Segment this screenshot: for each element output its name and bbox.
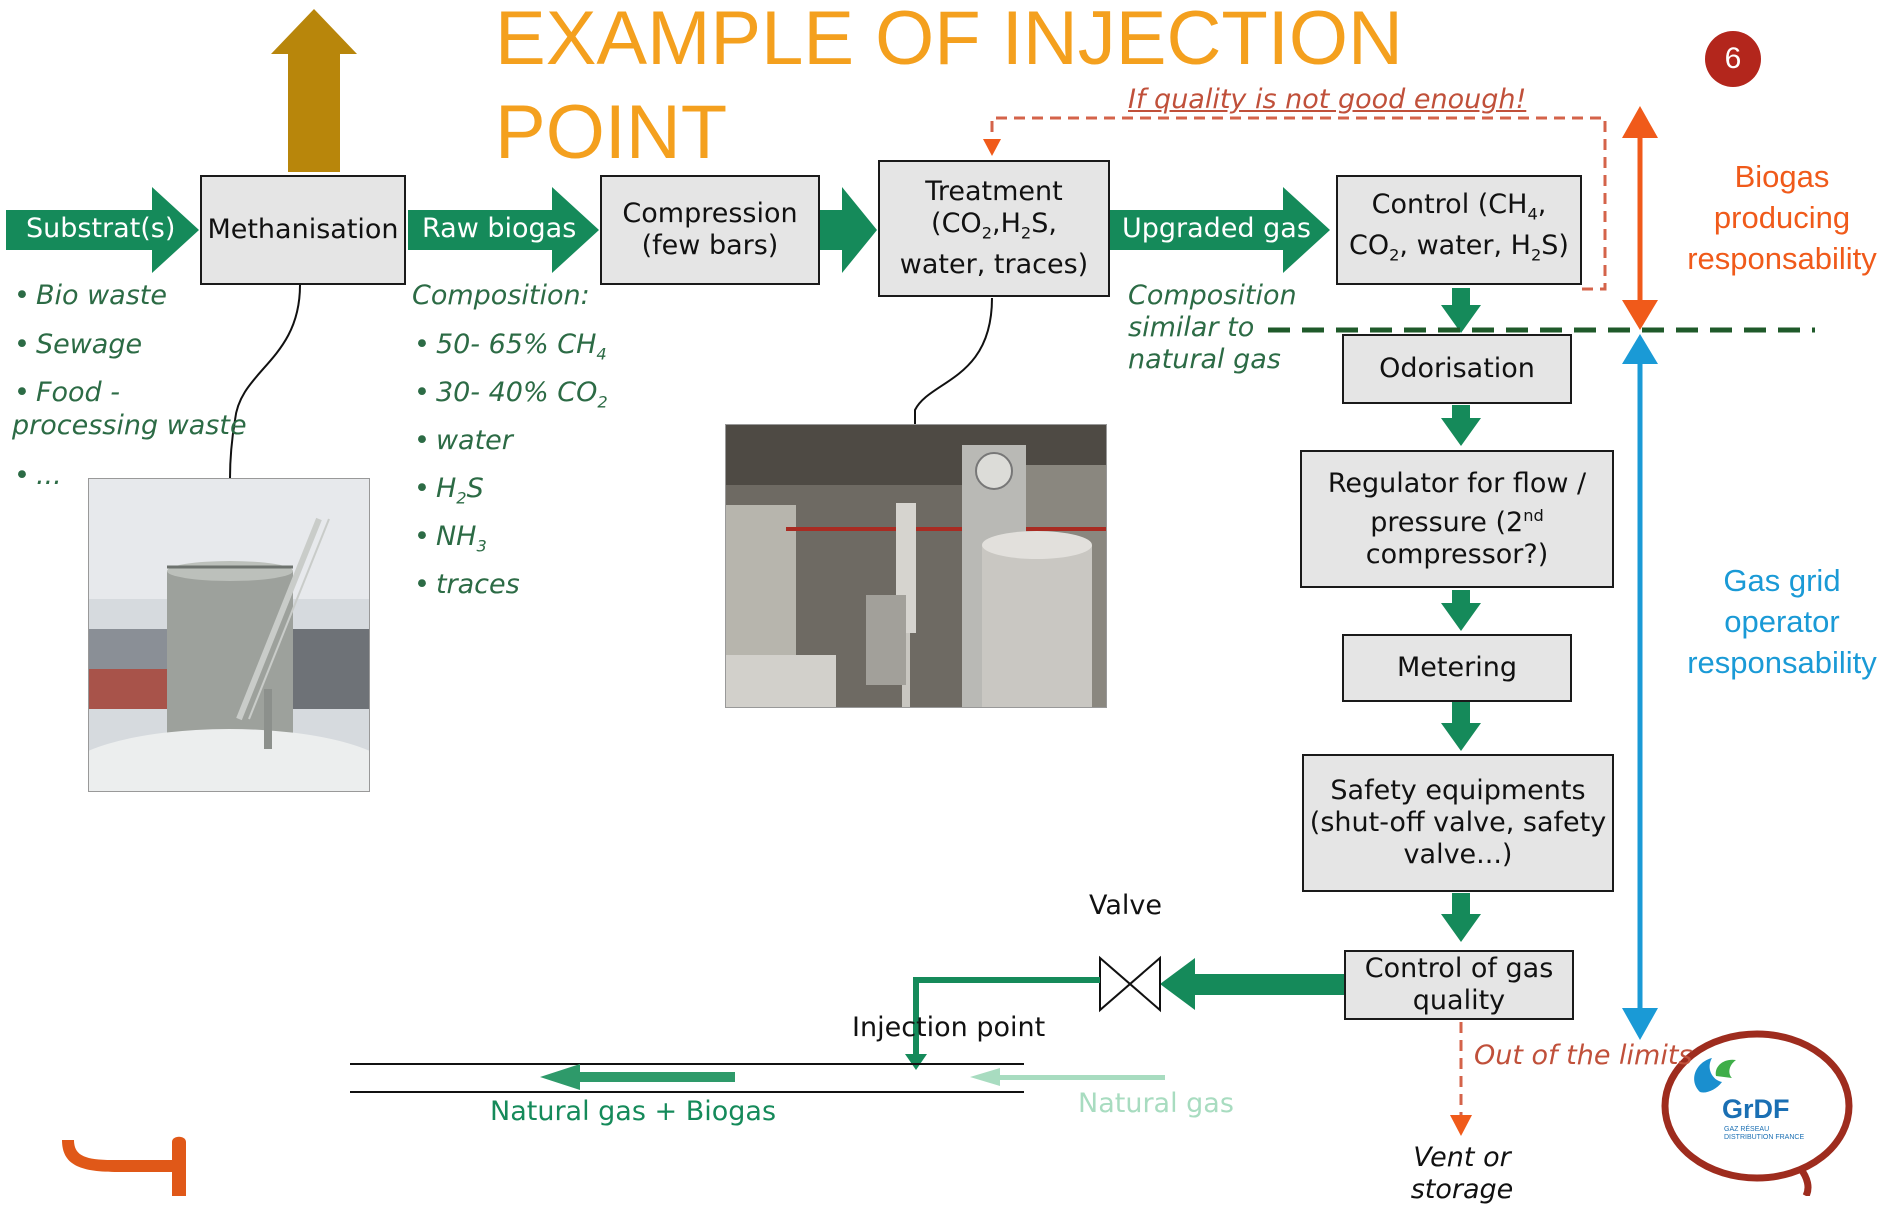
arrow-substrates — [6, 187, 199, 273]
arrow-label-substrates: Substrat(s) — [26, 213, 176, 244]
control-line-1: Control (CH4, — [1371, 188, 1547, 223]
arrow-down-1 — [1441, 288, 1481, 333]
mixed-gas-arrow — [540, 1064, 735, 1090]
arrow-down-5 — [1441, 893, 1481, 942]
slide-title: EXAMPLE OF INJECTION POINT — [495, 0, 1403, 175]
treatment-unit-photo — [725, 424, 1107, 708]
box-methanisation: Methanisation — [200, 175, 406, 285]
grdf-logo-tagline-2: DISTRIBUTION FRANCE — [1724, 1134, 1805, 1141]
box-control: Control (CH4, CO2, water, H2S) — [1336, 175, 1582, 285]
substrate-item: Food - — [14, 377, 120, 408]
grid-responsibility-label: Gas grid operator responsability — [1687, 563, 1877, 680]
safety-line-1: Safety equipments — [1330, 775, 1586, 806]
treatment-line-1: Treatment — [925, 175, 1063, 207]
valve-label: Valve — [1089, 890, 1163, 921]
substrate-item: Bio waste — [14, 280, 167, 311]
grdf-logo-tail — [1797, 1165, 1812, 1196]
compression-line-2: (few bars) — [641, 230, 779, 261]
quality-not-good-label: If quality is not good enough! — [1128, 84, 1527, 115]
grdf-logo-mark-2 — [1715, 1059, 1736, 1078]
substrate-item: Sewage — [14, 329, 142, 360]
composition-heading: Composition: — [412, 280, 590, 311]
box-control-quality: Control of gas quality — [1344, 950, 1574, 1020]
grid-arrow-bottom — [1622, 1008, 1658, 1040]
injection-line — [913, 977, 1100, 1058]
quality-feedback-arrowhead — [983, 139, 1001, 156]
safety-line-3: valve...) — [1403, 839, 1513, 870]
regulator-line-2: pressure (2nd — [1370, 505, 1544, 538]
vent-storage-label: Vent or storage — [1410, 1142, 1514, 1205]
biogas-arrow-top — [1622, 106, 1658, 138]
biogas-arrow-bottom — [1622, 300, 1658, 330]
box-safety: Safety equipments (shut-off valve, safet… — [1302, 754, 1614, 892]
substrate-item: ... — [14, 460, 62, 491]
out-of-limits-label: Out of the limits — [1474, 1040, 1693, 1071]
arrow-to-valve — [1160, 958, 1344, 1010]
box-metering: Metering — [1342, 634, 1572, 702]
composition-nh3: NH3 — [414, 521, 487, 555]
substrate-item-continued: processing waste — [12, 410, 247, 441]
upgraded-note-line-1: Composition — [1128, 280, 1297, 311]
valve-symbol — [1099, 955, 1161, 1013]
grdf-logo-text: GrDF — [1722, 1094, 1790, 1124]
box-odorisation: Odorisation — [1342, 334, 1572, 404]
regulator-line-1: Regulator for flow / — [1327, 467, 1587, 499]
out-of-limits-arrowhead — [1450, 1115, 1472, 1136]
output-up-arrow — [271, 9, 357, 172]
treatment-photo-leader — [914, 297, 993, 425]
mixed-gas-label: Natural gas + Biogas — [490, 1096, 777, 1127]
page-number-badge: 6 — [1705, 31, 1761, 87]
box-compression: Compression (few bars) — [600, 175, 820, 285]
arrow-compression-treatment — [820, 187, 877, 273]
arrow-down-3 — [1441, 590, 1481, 631]
compression-line-1: Compression — [622, 198, 798, 229]
treatment-line-3: water, traces) — [899, 249, 1089, 281]
regulator-line-3: compressor?) — [1365, 538, 1549, 570]
injection-point-label: Injection point — [852, 1012, 1046, 1043]
arrow-down-2 — [1441, 405, 1481, 446]
arrow-label-upgraded-gas: Upgraded gas — [1122, 213, 1311, 244]
metering-label: Metering — [1397, 652, 1517, 683]
methanisation-label: Methanisation — [207, 214, 399, 245]
arrow-label-raw-biogas: Raw biogas — [422, 213, 577, 244]
composition-water: water — [414, 425, 513, 456]
arrow-upgraded-gas — [1110, 187, 1330, 273]
injection-arrowhead — [905, 1054, 927, 1070]
composition-h2s: H2S — [414, 473, 484, 507]
composition-traces: traces — [414, 569, 520, 600]
upgraded-note-line-3: natural gas — [1128, 344, 1281, 375]
grdf-logo-circle — [1661, 1030, 1853, 1182]
safety-line-2: (shut-off valve, safety — [1309, 807, 1607, 838]
methanisation-tank-photo — [88, 478, 370, 792]
quality-feedback-loop — [990, 116, 1607, 291]
odorisation-label: Odorisation — [1379, 353, 1535, 384]
upgraded-note-line-2: similar to — [1128, 312, 1255, 343]
box-treatment: Treatment (CO2,H2S, water, traces) — [878, 160, 1110, 297]
arrow-raw-biogas — [408, 187, 599, 273]
natural-gas-label: Natural gas — [1078, 1088, 1234, 1119]
corner-logo-shape — [62, 1136, 186, 1196]
treatment-line-2: (CO2,H2S, — [931, 207, 1057, 243]
biogas-responsibility-label: Biogas producing responsability — [1687, 159, 1877, 276]
control-line-2: CO2, water, H2S) — [1349, 230, 1569, 265]
composition-ch4: 50- 65% CH4 — [414, 329, 607, 363]
grdf-logo-tagline-1: GAZ RÉSEAU — [1724, 1126, 1770, 1133]
control-quality-line-2: quality — [1412, 985, 1506, 1016]
grdf-logo-mark — [1694, 1058, 1722, 1093]
box-regulator: Regulator for flow / pressure (2nd compr… — [1300, 450, 1614, 588]
natural-gas-arrow — [970, 1068, 1165, 1086]
control-quality-line-1: Control of gas — [1364, 953, 1554, 984]
composition-co2: 30- 40% CO2 — [414, 377, 608, 411]
arrow-down-4 — [1441, 702, 1481, 751]
grid-arrow-top — [1622, 334, 1658, 364]
methanisation-photo-leader — [229, 284, 301, 479]
